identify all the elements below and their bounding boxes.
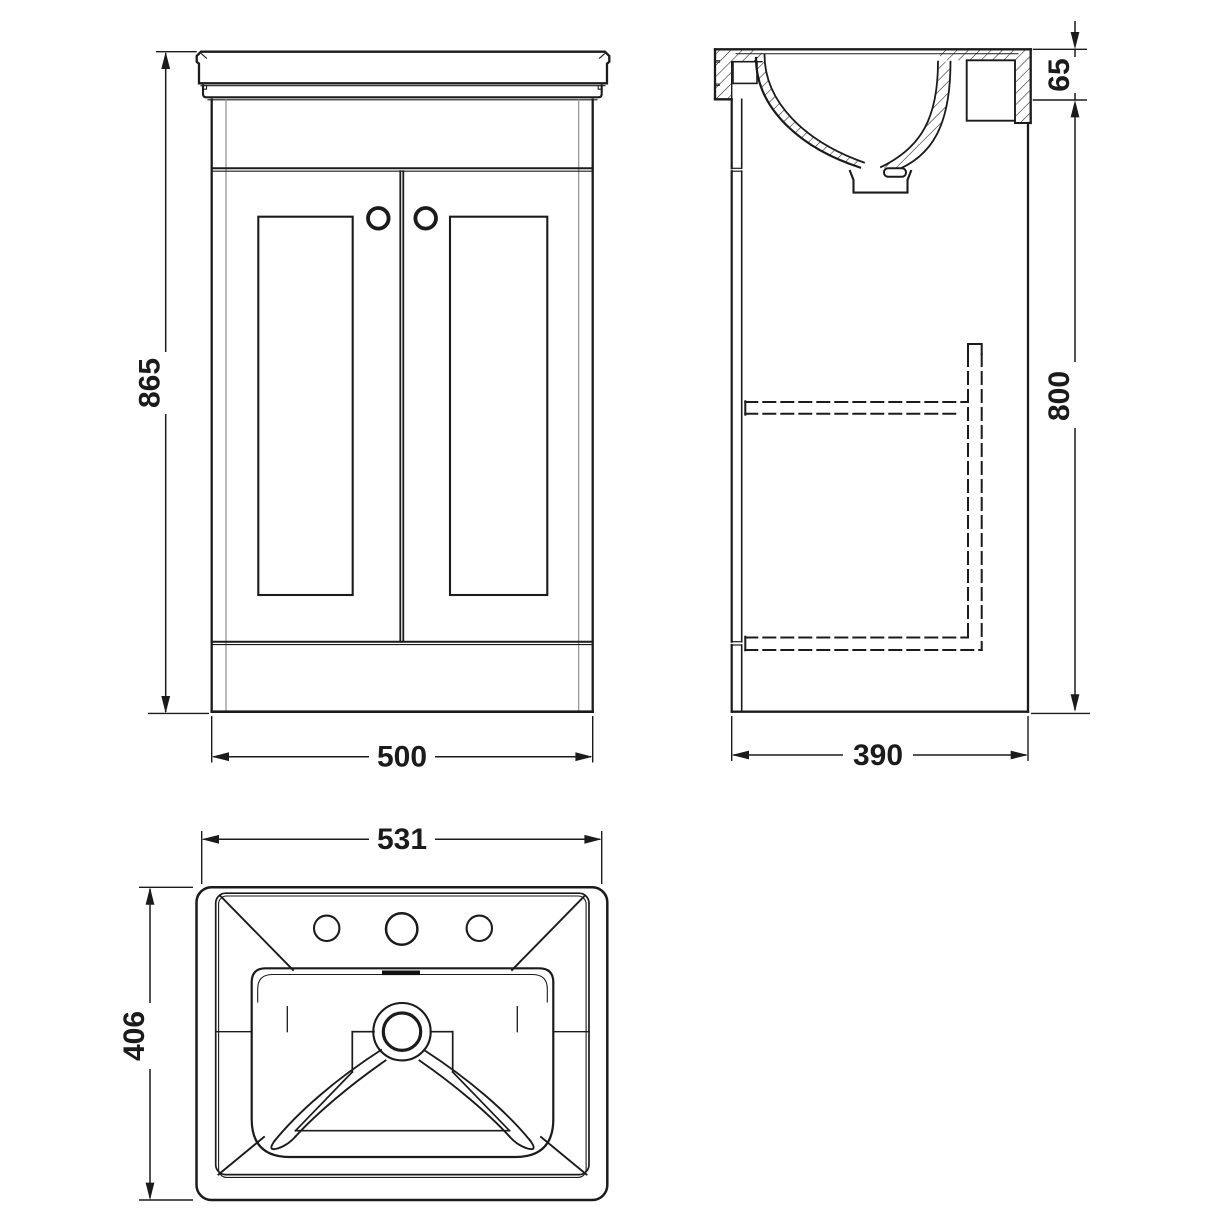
dim-side-depth: 390 — [731, 716, 1029, 772]
tap-hole-left — [312, 914, 341, 943]
hidden-shelf-lines — [744, 343, 983, 652]
bowl-curve-inner — [763, 53, 866, 164]
drain-inner — [381, 1011, 423, 1052]
tap-hole-center — [384, 912, 419, 946]
arrow-down-icon — [1070, 32, 1080, 50]
dim-label-front-height: 865 — [134, 358, 167, 408]
side-view — [713, 48, 1032, 713]
tap-deck-section — [965, 59, 1016, 122]
side-basin-section — [713, 48, 1032, 194]
dim-plan-depth: 406 — [118, 886, 193, 1201]
waste-outlet-slot — [883, 167, 907, 178]
dim-label-side-depth: 390 — [853, 739, 903, 772]
arrow-down-icon — [1070, 694, 1080, 712]
basin-rim-line-2 — [218, 895, 587, 1178]
dim-plan-width: 531 — [200, 823, 603, 884]
bowl-outline — [250, 967, 555, 1159]
left-door-panel — [257, 215, 354, 597]
arrow-down-icon — [161, 696, 171, 714]
plan-view — [195, 886, 609, 1202]
bowl-wall-contours — [270, 1048, 535, 1151]
basin-outer-edge — [195, 886, 609, 1202]
left-door-knob — [366, 206, 391, 231]
basin-rim-line-1 — [214, 892, 590, 1176]
side-cabinet — [730, 98, 1030, 713]
tap-hole-right — [465, 914, 494, 943]
dim-side-heights: 65 800 — [1031, 21, 1090, 715]
dim-label-cabinet-height: 800 — [1043, 371, 1076, 421]
bowl-floor — [294, 1030, 511, 1132]
overflow-slot — [382, 970, 420, 976]
front-rim-void — [732, 60, 758, 85]
arrow-left-icon — [731, 750, 749, 760]
front-cabinet-doors — [257, 170, 549, 643]
arrow-left-icon — [211, 752, 229, 762]
dim-label-front-width: 500 — [377, 741, 427, 774]
arrow-left-icon — [201, 834, 219, 844]
front-view — [195, 50, 611, 714]
arrow-down-icon — [145, 1182, 155, 1200]
arrow-right-icon — [575, 752, 593, 762]
overflow-channel-outer — [879, 60, 939, 169]
arrow-up-icon — [161, 51, 171, 69]
dim-front-width: 500 — [210, 716, 594, 774]
bowl-curve-outer — [754, 56, 862, 169]
front-basin-top — [195, 50, 611, 101]
front-cabinet — [210, 98, 595, 714]
dim-front-height: 865 — [134, 51, 209, 715]
arrow-right-icon — [584, 834, 602, 844]
right-door-knob — [413, 206, 438, 231]
dim-label-basin-height: 65 — [1043, 58, 1076, 91]
arrow-up-icon — [145, 887, 155, 905]
dim-label-plan-depth: 406 — [118, 1011, 151, 1061]
right-door-panel — [448, 215, 549, 597]
overflow-channel-inner — [891, 60, 952, 173]
arrow-right-icon — [1010, 750, 1028, 760]
arrow-up-icon — [1070, 100, 1080, 118]
dim-label-plan-width: 531 — [377, 823, 427, 856]
